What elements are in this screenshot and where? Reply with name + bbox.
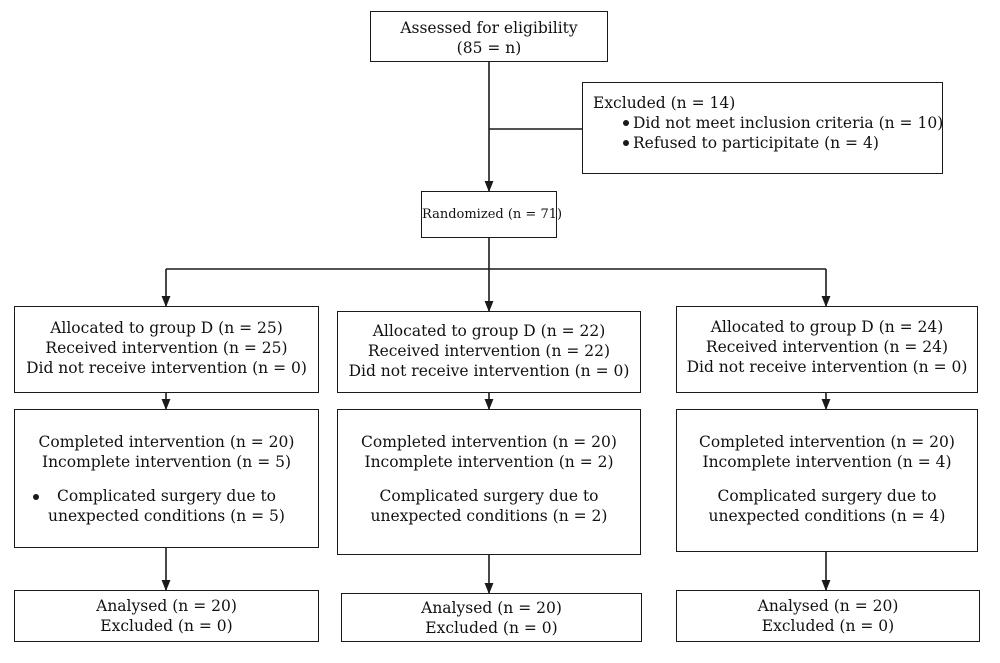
- incomplete-text: Incomplete intervention (n = 4): [702, 453, 952, 471]
- not-received-text: Did not receive intervention (n = 0): [348, 362, 630, 380]
- arm-1-completion-box: Completed intervention (n = 20) Incomple…: [14, 409, 319, 548]
- completed-text: Completed intervention (n = 20): [361, 433, 617, 451]
- incomplete-text: Incomplete intervention (n = 5): [41, 453, 292, 471]
- arm-1-allocation-box: Allocated to group D (n = 25) Received i…: [14, 306, 319, 393]
- reason-line-1: Complicated surgery due to: [379, 487, 599, 505]
- arm-2-allocation-box: Allocated to group D (n = 22) Received i…: [337, 311, 641, 393]
- arm-2-completion-box: Completed intervention (n = 20) Incomple…: [337, 409, 641, 555]
- randomized-label: Randomized (n = 71): [422, 207, 563, 222]
- not-received-text: Did not receive intervention (n = 0): [686, 358, 968, 376]
- arm-2-analysis-box: Analysed (n = 20) Excluded (n = 0): [341, 593, 642, 642]
- completed-text: Completed intervention (n = 20): [38, 433, 295, 451]
- randomized-box: Randomized (n = 71): [421, 191, 563, 238]
- analysed-text: Analysed (n = 20): [421, 599, 562, 617]
- excluded-box: Excluded (n = 14) Did not meet inclusion…: [582, 82, 943, 174]
- excluded-text: Excluded (n = 0): [425, 619, 558, 637]
- received-text: Received intervention (n = 25): [45, 339, 288, 357]
- arm-3-analysis-box: Analysed (n = 20) Excluded (n = 0): [676, 590, 980, 642]
- completed-text: Completed intervention (n = 20): [699, 433, 955, 451]
- bullet-icon: [623, 140, 629, 146]
- arm-3-completion-box: Completed intervention (n = 20) Incomple…: [676, 409, 978, 552]
- reason-line-2: unexpected conditions (n = 4): [708, 507, 946, 525]
- reason-item: Complicated surgery due to unexpected co…: [15, 486, 318, 526]
- analysed-text: Analysed (n = 20): [757, 597, 899, 615]
- bullet-icon: [33, 494, 39, 500]
- excluded-reason-2: Refused to participitate (n = 4): [593, 133, 942, 153]
- analysed-text: Analysed (n = 20): [96, 597, 237, 615]
- excluded-reason-1: Did not meet inclusion criteria (n = 10): [593, 113, 943, 133]
- assessed-box: Assessed for eligibility (85 = n): [370, 11, 608, 62]
- bullet-icon: [623, 120, 629, 126]
- not-received-text: Did not receive intervention (n = 0): [26, 359, 307, 377]
- excluded-text: Excluded (n = 0): [761, 617, 895, 635]
- assessed-count: (85 = n): [456, 39, 522, 57]
- reason-line-1: Complicated surgery due to: [717, 487, 937, 505]
- received-text: Received intervention (n = 24): [705, 338, 949, 356]
- assessed-label: Assessed for eligibility: [400, 19, 578, 37]
- allocated-text: Allocated to group D (n = 24): [710, 318, 944, 336]
- allocated-text: Allocated to group D (n = 25): [50, 319, 283, 337]
- received-text: Received intervention (n = 22): [367, 342, 611, 360]
- excluded-title: Excluded (n = 14): [593, 94, 736, 112]
- arm-1-analysis-box: Analysed (n = 20) Excluded (n = 0): [14, 590, 319, 642]
- excluded-text: Excluded (n = 0): [100, 617, 233, 635]
- allocated-text: Allocated to group D (n = 22): [372, 322, 606, 340]
- arm-3-allocation-box: Allocated to group D (n = 24) Received i…: [676, 306, 978, 393]
- incomplete-text: Incomplete intervention (n = 2): [364, 453, 614, 471]
- reason-line-2: unexpected conditions (n = 2): [370, 507, 608, 525]
